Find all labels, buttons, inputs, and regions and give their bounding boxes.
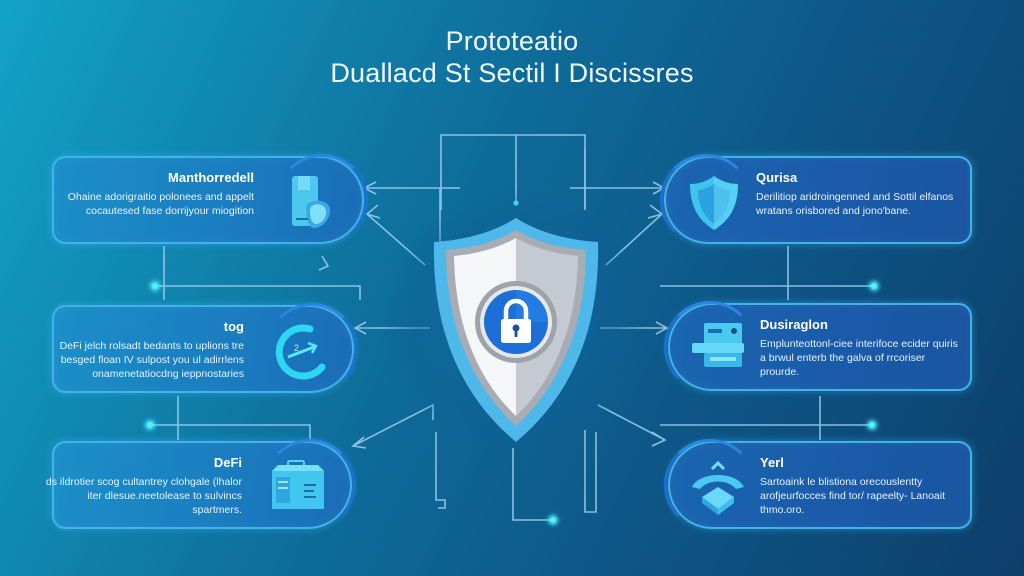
card-title: DeFi (213, 455, 242, 470)
title-line-2: Duallacd St Sectil I Discissres (330, 58, 694, 88)
card-description: Emplunteottonl-ciee interifoce ecider qu… (760, 338, 958, 378)
card-title: tog (223, 319, 244, 334)
feature-card-right-3[interactable]: Yerl Sartoaink le blistiona orecouslentt… (664, 439, 972, 531)
cube-network-icon (692, 460, 744, 515)
feature-card-right-1[interactable]: Qurisa Derilitiop aridroingenned and Sot… (660, 154, 972, 246)
card-description: Sartoaink le blistiona orecouslentty aro… (760, 476, 946, 516)
document-lock-icon (292, 176, 330, 228)
title-line-1: Prototeatio (445, 26, 579, 56)
card-title: Yerl (760, 455, 784, 470)
feature-card-left-3[interactable]: DeFi ds ildrotier scog cultantrey clohga… (46, 439, 356, 531)
server-box-icon (272, 460, 324, 509)
refresh-arrow-icon: 2 (275, 324, 326, 380)
central-shield (428, 212, 604, 448)
device-card-icon (692, 323, 744, 367)
shield-lock-icon (433, 218, 599, 442)
card-description: Derilitiop aridroingenned and Sottil elf… (756, 191, 954, 217)
svg-text:2: 2 (294, 343, 299, 353)
card-title: Manthorredell (168, 170, 254, 185)
card-title: Qurisa (756, 170, 798, 185)
feature-card-left-2[interactable]: tog DeFi jelch rolsadt bedants to uplion… (52, 303, 358, 395)
card-description: Ohaine adorigraitio polonees and appelt … (67, 191, 254, 217)
card-description: ds ildrotier scog cultantrey clohgale (l… (45, 476, 242, 516)
feature-card-left-1[interactable]: Manthorredell Ohaine adorigraitio polone… (52, 154, 368, 246)
card-title: Dusiraglon (760, 317, 828, 332)
card-description: DeFi jelch rolsadt bedants to uplions tr… (59, 340, 244, 380)
shield-icon (690, 176, 738, 230)
feature-card-right-2[interactable]: Dusiraglon Emplunteottonl-ciee interifoc… (664, 301, 972, 393)
